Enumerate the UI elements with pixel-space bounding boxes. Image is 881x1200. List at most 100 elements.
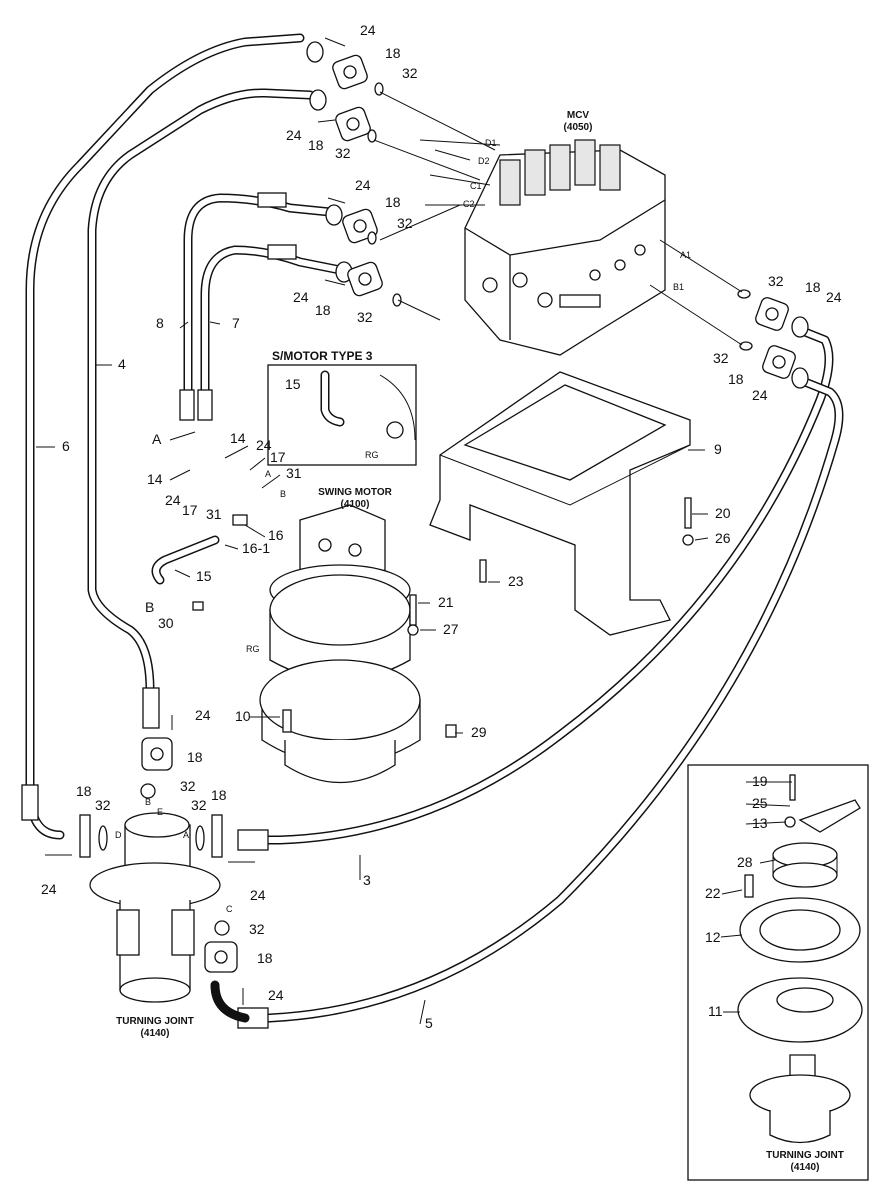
mcv-name: MCV [567, 110, 590, 121]
part-number: 24 [360, 22, 376, 38]
port-label: D [115, 830, 122, 840]
port-label: D2 [478, 156, 490, 166]
part-number: 32 [713, 350, 729, 366]
part-number: 24 [41, 881, 57, 897]
hose-7 [200, 244, 345, 400]
part-number: A [152, 431, 162, 447]
part-number: 18 [187, 749, 203, 765]
part-number: 5 [425, 1015, 433, 1031]
part-number: 14 [230, 430, 246, 446]
small-fittings [192, 497, 796, 898]
motor-bracket [429, 371, 691, 636]
part-number: 31 [206, 506, 222, 522]
part-number: 31 [286, 465, 302, 481]
part-number: 29 [471, 724, 487, 740]
part-number: 4 [118, 356, 126, 372]
part-number: 14 [147, 471, 163, 487]
part-number: 15 [196, 568, 212, 584]
hose-4 [87, 88, 315, 729]
part-number: 18 [805, 279, 821, 295]
smotor-type-title: S/MOTOR TYPE 3 [272, 349, 373, 363]
part-number: 18 [211, 787, 227, 803]
part-number: 18 [308, 137, 324, 153]
leader-lines [36, 321, 792, 1025]
part-number: 26 [715, 530, 731, 546]
part-number: 32 [397, 215, 413, 231]
part-number: 32 [335, 145, 351, 161]
port-label: B [280, 489, 286, 499]
part-number: 24 [293, 289, 309, 305]
part-number: 27 [443, 621, 459, 637]
part-number: 18 [76, 783, 92, 799]
flange-set-turning-joint [45, 715, 255, 1005]
part-number: 32 [357, 309, 373, 325]
flange-set-top [317, 37, 402, 307]
part-number: 7 [232, 315, 240, 331]
part-number: 18 [728, 371, 744, 387]
part-number: 32 [191, 797, 207, 813]
part-number: 17 [270, 449, 286, 465]
hose-8 [183, 192, 335, 400]
part-number: 24 [826, 289, 842, 305]
detail-inset-box [687, 764, 869, 1181]
part-number: B [145, 599, 154, 615]
part-number: 32 [768, 273, 784, 289]
port-labels: D1 D2 C1 C2 A1 B1 A B RG RG A B C D E [115, 138, 691, 914]
port-label: D1 [485, 138, 497, 148]
hose-5 [210, 375, 844, 1029]
part-number: 32 [180, 778, 196, 794]
swing-motor [259, 504, 421, 784]
part-number: 24 [752, 387, 768, 403]
part-number: 16-1 [242, 540, 270, 556]
part-number: 15 [285, 376, 301, 392]
port-label: E [157, 807, 163, 817]
part-number: 18 [385, 45, 401, 61]
turning-joint-code: (4140) [141, 1028, 170, 1039]
part-number: 28 [737, 854, 753, 870]
part-number: 3 [363, 872, 371, 888]
port-label: RG [246, 644, 260, 654]
part-number: 20 [715, 505, 731, 521]
part-number: 24 [165, 492, 181, 508]
part-number: 18 [315, 302, 331, 318]
port-label: A1 [680, 250, 691, 260]
port-label: C2 [463, 199, 475, 209]
turning-joint [89, 812, 221, 1003]
part-number: 23 [508, 573, 524, 589]
part-number: 32 [402, 65, 418, 81]
part-number: 30 [158, 615, 174, 631]
part-number: 24 [268, 987, 284, 1003]
part-number: 8 [156, 315, 164, 331]
swing-motor-code: (4100) [341, 499, 370, 510]
mcv-code: (4050) [564, 122, 593, 133]
part-number: 6 [62, 438, 70, 454]
part-number: 12 [705, 929, 721, 945]
part-number: 11 [708, 1003, 723, 1019]
part-number: 24 [355, 177, 371, 193]
part-number: 32 [95, 797, 111, 813]
part-number: 32 [249, 921, 265, 937]
port-label: B [145, 797, 151, 807]
turning-joint-name: TURNING JOINT [116, 1016, 194, 1027]
part-number: 24 [195, 707, 211, 723]
part-number: 21 [438, 594, 454, 610]
main-control-valve [373, 91, 743, 356]
component-captions: MCV (4050) SWING MOTOR (4100) S/MOTOR TY… [116, 110, 844, 1173]
part-number-callouts: 24 18 32 24 18 32 24 18 32 24 18 32 32 1… [41, 22, 842, 1031]
hose-15 [151, 535, 220, 585]
port-label: RG [365, 450, 379, 460]
port-label: C1 [470, 181, 482, 191]
part-number: 18 [385, 194, 401, 210]
part-number: 17 [182, 502, 198, 518]
part-number: 24 [286, 127, 302, 143]
port-label: C [226, 904, 233, 914]
part-number: 16 [268, 527, 284, 543]
part-number: 24 [256, 437, 272, 453]
hose-6 [21, 33, 305, 840]
port-label: A [183, 830, 189, 840]
smotor-type3-inset [267, 364, 417, 466]
part-number: 10 [235, 708, 251, 724]
port-label: B1 [673, 282, 684, 292]
part-number: 25 [752, 795, 768, 811]
